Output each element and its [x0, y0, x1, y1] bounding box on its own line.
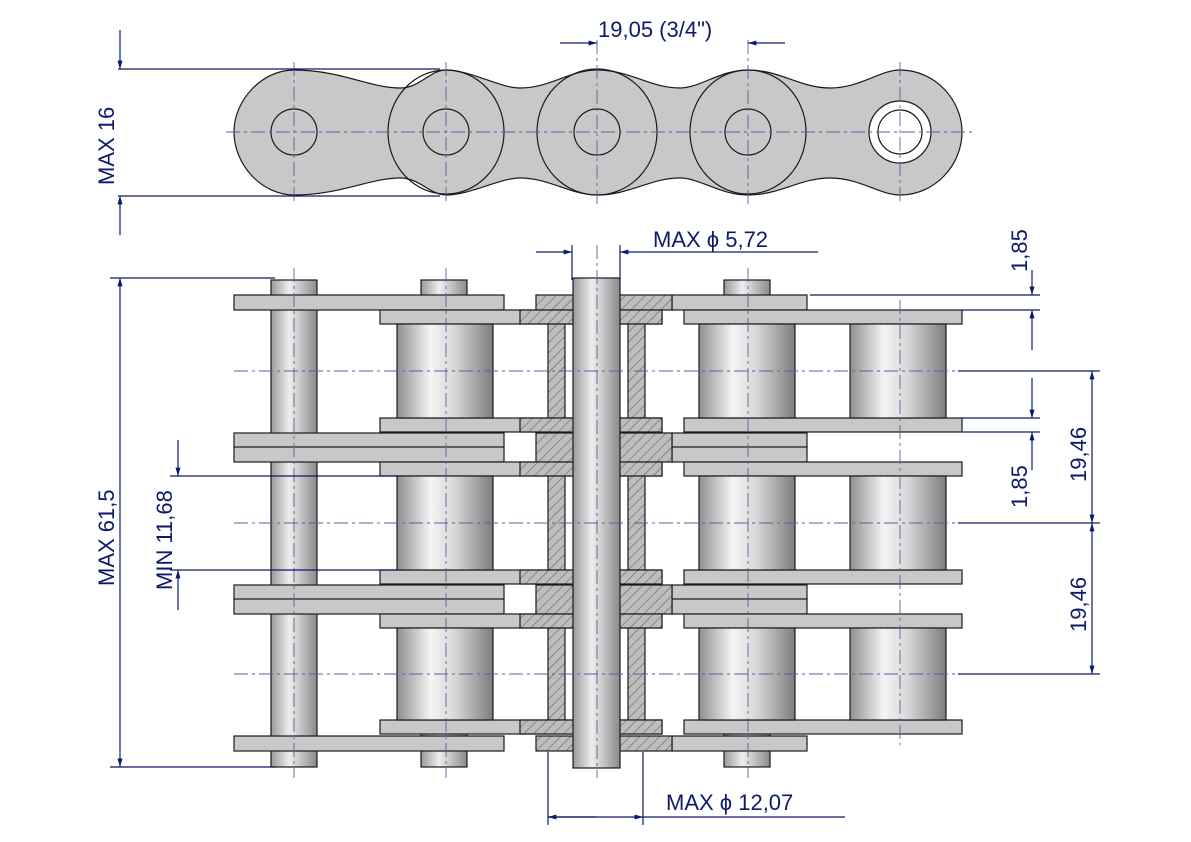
transverse-pitch-dimension: 19,46 19,46 — [958, 370, 1100, 675]
overall-width-label: MAX 61,5 — [94, 489, 119, 586]
pin-diameter-dimension: MAX ϕ 5,72 — [536, 227, 818, 280]
pitch-label: 19,05 (3/4") — [598, 17, 712, 42]
plate-thickness-mid-dimension: 1,85 — [962, 378, 1040, 508]
chain-side-view — [226, 40, 972, 205]
height-dimension: MAX 16 — [94, 30, 440, 235]
roller-diameter-label: MAX ϕ 12,07 — [666, 790, 793, 815]
transverse-pitch-2-label: 19,46 — [1066, 577, 1091, 632]
plate-thickness-top-label: 1,85 — [1007, 229, 1032, 272]
pin-diameter-label: MAX ϕ 5,72 — [653, 227, 768, 252]
max-height-label: MAX 16 — [94, 107, 119, 185]
inner-width-label: MIN 11,68 — [152, 490, 177, 590]
overall-width-dimension: MAX 61,5 — [94, 277, 275, 768]
plate-thickness-top-dimension: 1,85 — [810, 229, 1040, 350]
transverse-pitch-1-label: 19,46 — [1066, 427, 1091, 482]
roller-diameter-dimension: MAX ϕ 12,07 — [547, 752, 845, 825]
inner-width-dimension: MIN 11,68 — [152, 440, 398, 610]
pitch-dimension: 19,05 (3/4") — [560, 17, 785, 46]
chain-top-view — [233, 245, 970, 778]
plate-thickness-mid-label: 1,85 — [1007, 465, 1032, 508]
